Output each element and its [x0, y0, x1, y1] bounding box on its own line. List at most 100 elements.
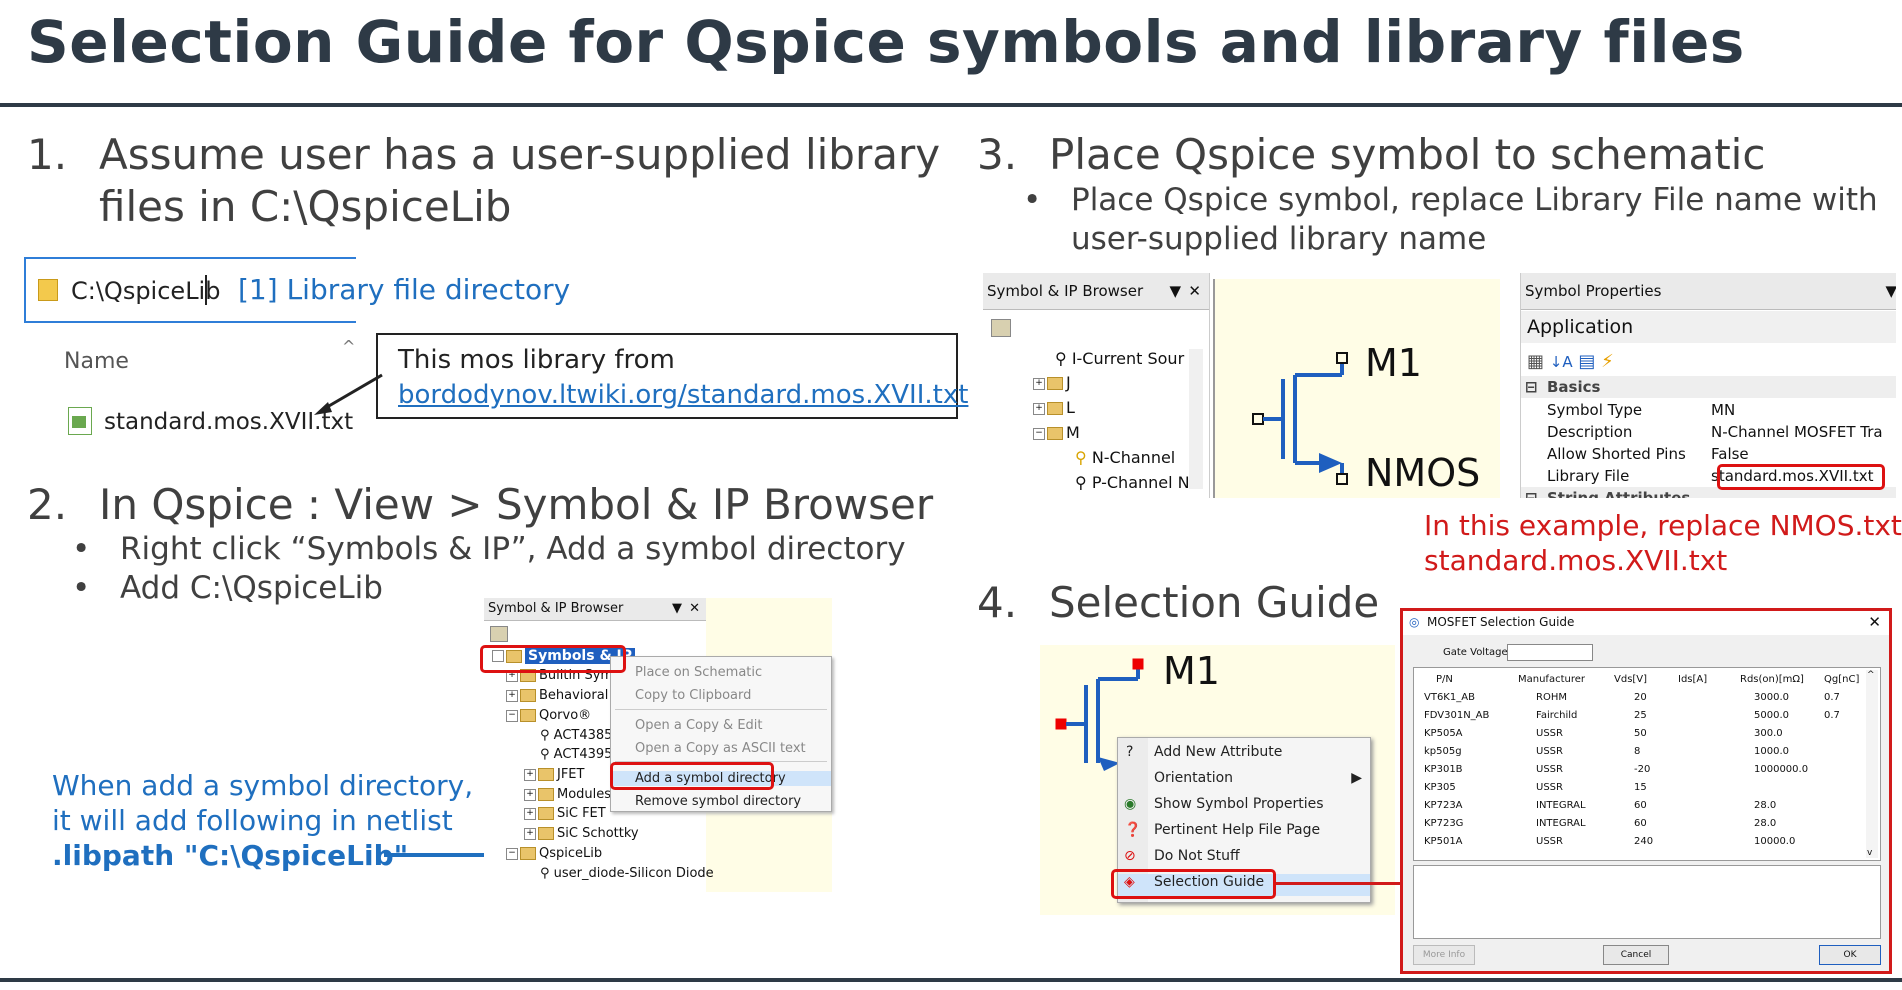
menu-orientation[interactable]: Orientation▶ [1154, 770, 1362, 786]
column-header-name[interactable]: Name [64, 349, 129, 374]
col-manufacturer[interactable]: Manufacturer [1518, 674, 1585, 685]
browser-toolbar-icon[interactable] [490, 626, 508, 642]
tree-scrollbar[interactable] [1189, 349, 1203, 489]
menu-copy-to-clipboard[interactable]: Copy to Clipboard [635, 688, 752, 703]
tree-root-symbols-ip[interactable]: −Symbols & IP [492, 648, 635, 664]
table-scrollbar[interactable]: ^ v [1866, 670, 1878, 858]
tree-item-user-diode[interactable]: ⚲ user_diode-Silicon Diode [540, 866, 714, 881]
tree-item-act4395[interactable]: ⚲ ACT4395 [540, 747, 613, 762]
close-icon[interactable]: ✕ [689, 601, 700, 616]
step3-close-icon[interactable]: ✕ [1188, 282, 1201, 300]
tree-item-act4385[interactable]: ⚲ ACT4385 [540, 728, 613, 743]
props-section-string-attributes[interactable]: ⊟String Attributes [1521, 487, 1896, 498]
table-cell: Fairchild [1536, 710, 1578, 721]
tree-item-modules[interactable]: +Modules [524, 787, 611, 802]
events-icon[interactable]: ⚡ [1601, 351, 1614, 372]
dialog-title: MOSFET Selection Guide [1427, 615, 1575, 629]
step3-toolbar-icon[interactable] [991, 319, 1011, 337]
schematic-canvas[interactable]: M1 NMOS [1213, 279, 1500, 498]
tree-item-behavioral[interactable]: +Behavioral [506, 688, 608, 703]
table-cell: USSR [1536, 782, 1563, 793]
eye-icon: ◉ [1124, 796, 1137, 812]
menu-open-copy-edit[interactable]: Open a Copy & Edit [635, 718, 763, 733]
col-pn[interactable]: P/N [1436, 674, 1453, 685]
explorer-address-bar[interactable]: C:\QspiceLib [24, 257, 356, 323]
tree-item-n-channel[interactable]: ⚲ N-Channel [1075, 448, 1176, 467]
sort-chevron-icon[interactable]: ^ [342, 337, 356, 356]
menu-open-copy-ascii[interactable]: Open a Copy as ASCII text [635, 741, 806, 756]
browser-title-bar: Symbol & IP Browser ▼ ✕ [484, 598, 706, 621]
col-rdson[interactable]: Rds(on)[mΩ] [1740, 674, 1804, 685]
gate-voltage-input[interactable] [1507, 644, 1593, 661]
col-qg[interactable]: Qg[nC] [1824, 674, 1860, 685]
menu-remove-symbol-directory[interactable]: Remove symbol directory [635, 794, 802, 809]
col-ids[interactable]: Ids[A] [1678, 674, 1708, 685]
tree-item-sic-schottky[interactable]: +SiC Schottky [524, 826, 639, 841]
tree-item-p-channel[interactable]: ⚲ P-Channel N [1075, 473, 1190, 492]
dropdown-icon[interactable]: ▼ [672, 601, 682, 616]
tree-item-m[interactable]: −M [1033, 423, 1080, 442]
tree-item-sic-fet[interactable]: +SiC FET [524, 806, 606, 821]
dialog-close-icon[interactable]: ✕ [1868, 613, 1881, 631]
table-cell: 50 [1634, 728, 1647, 739]
ok-button[interactable]: OK [1819, 945, 1881, 965]
sort-az-icon[interactable]: ↓A [1549, 353, 1573, 371]
step4-heading: 4.Selection Guide [977, 578, 1379, 627]
table-cell: INTEGRAL [1536, 818, 1586, 829]
menu-show-symbol-properties[interactable]: ◉Show Symbol Properties [1124, 796, 1324, 812]
info-text-area[interactable] [1413, 865, 1881, 939]
tree-item-qorvo[interactable]: −Qorvo® [506, 708, 591, 723]
file-item[interactable]: standard.mos.XVII.txt [104, 409, 354, 435]
menu-do-not-stuff[interactable]: ⊘Do Not Stuff [1124, 848, 1240, 864]
table-cell: 25 [1634, 710, 1647, 721]
props-dropdown-icon[interactable]: ▼ [1885, 282, 1896, 300]
step2-bullet-1: •Right click “Symbols & IP”, Add a symbo… [72, 531, 906, 567]
table-cell: 28.0 [1754, 800, 1777, 811]
step3-note-line1: In this example, replace NMOS.txt to [1424, 509, 1902, 542]
props-application[interactable]: Application [1521, 311, 1896, 343]
callout-text: This mos library from [398, 345, 675, 375]
step3-dropdown-icon[interactable]: ▼ [1169, 282, 1181, 300]
step4-m1-label[interactable]: M1 [1163, 649, 1220, 693]
cancel-button[interactable]: Cancel [1603, 945, 1669, 965]
menu-selection-guide[interactable]: ◈Selection Guide [1118, 874, 1370, 896]
property-pages-icon[interactable]: ▤ [1578, 351, 1596, 372]
highlight-selection-guide [1111, 869, 1276, 899]
tree-item-l[interactable]: +L [1033, 398, 1075, 417]
netlist-note-line1: When add a symbol directory, [52, 769, 474, 802]
highlight-library-file [1717, 464, 1885, 490]
text-cursor [205, 275, 207, 305]
col-vds[interactable]: Vds[V] [1614, 674, 1648, 685]
netlist-note-line2: it will add following in netlist [52, 804, 453, 837]
menu-add-symbol-directory[interactable]: Add a symbol directory [611, 771, 831, 786]
tree-item-jfet[interactable]: +JFET [524, 767, 584, 782]
tree-item-qspicelib[interactable]: −QspiceLib [506, 846, 602, 861]
menu-place-on-schematic[interactable]: Place on Schematic [635, 665, 763, 680]
categorized-icon[interactable]: ▦ [1527, 351, 1545, 372]
menu-help-file-page[interactable]: ❓Pertinent Help File Page [1124, 822, 1321, 838]
props-section-basics[interactable]: ⊟Basics [1521, 376, 1896, 398]
selection-guide-icon: ◈ [1124, 874, 1135, 890]
table-cell: 60 [1634, 818, 1647, 829]
address-path[interactable]: C:\QspiceLib [71, 277, 221, 305]
schematic-nmos-label[interactable]: NMOS [1365, 451, 1481, 495]
menu-add-new-attribute[interactable]: ?Add New Attribute [1126, 744, 1283, 760]
callout-link[interactable]: bordodynov.ltwiki.org/standard.mos.XVII.… [398, 380, 969, 410]
schematic-m1-label[interactable]: M1 [1365, 341, 1422, 385]
more-info-button[interactable]: More Info [1413, 945, 1475, 965]
tree-item-j[interactable]: +J [1033, 373, 1071, 392]
tree-item-current-source[interactable]: ⚲ I-Current Sour [1055, 349, 1185, 368]
